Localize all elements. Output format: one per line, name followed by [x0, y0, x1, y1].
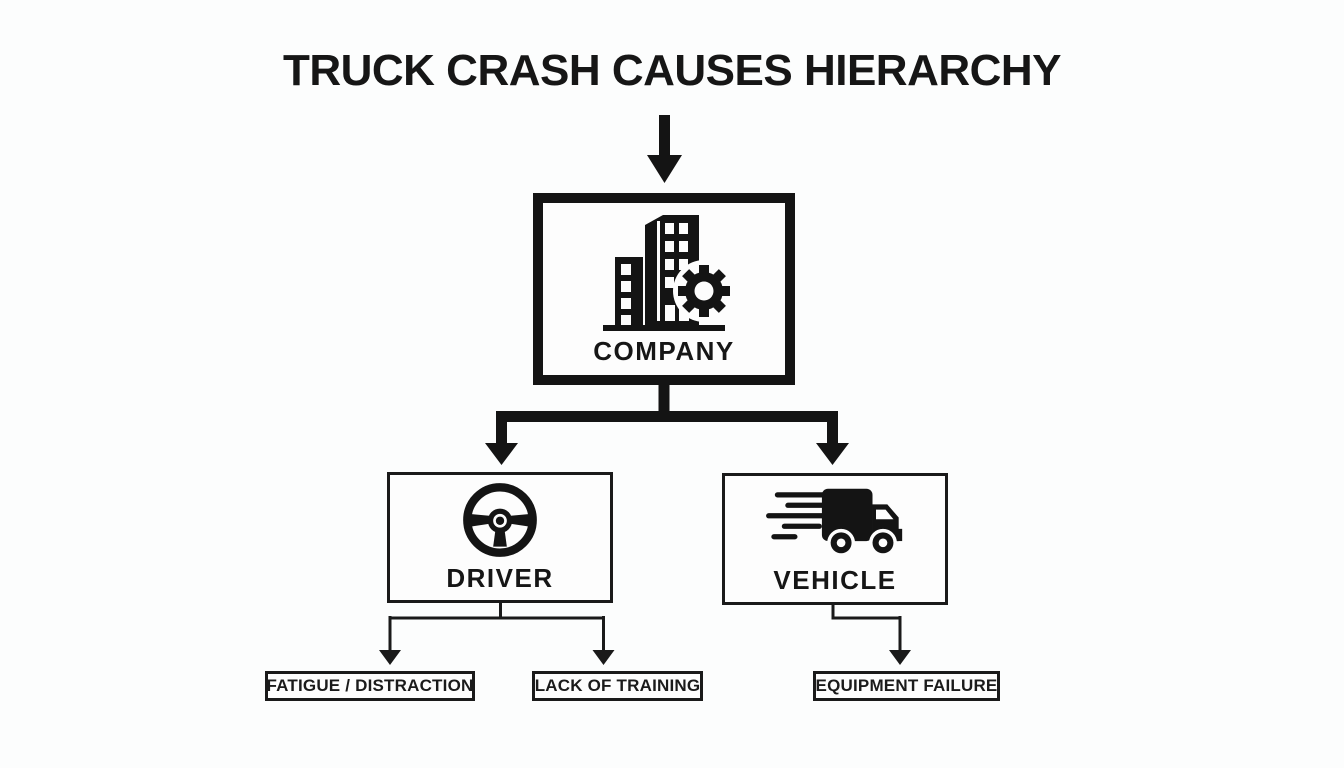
leaf-lack-of-training: LACK OF TRAINING [532, 671, 703, 701]
company-label: COMPANY [593, 335, 735, 366]
vehicle-label: VEHICLE [773, 564, 897, 595]
leaf-fatigue-distraction: FATIGUE / DISTRACTION [265, 671, 475, 701]
leaf-equipment-failure: EQUIPMENT FAILURE [813, 671, 1000, 701]
driver-branch-connector [388, 602, 605, 652]
steering-wheel-icon [390, 475, 610, 565]
driver-label: DRIVER [446, 562, 554, 593]
vehicle-branch-connector [831, 604, 902, 652]
company-branch-connector [485, 385, 849, 465]
node-vehicle: VEHICLE [722, 473, 948, 605]
node-company: COMPANY [533, 193, 795, 385]
speeding-truck-icon [725, 476, 945, 567]
driver-branch-arrowheads [379, 650, 615, 665]
page-title: TRUCK CRASH CAUSES HIERARCHY [282, 46, 1062, 95]
vehicle-branch-arrowhead [889, 650, 911, 665]
title-down-arrow [647, 115, 682, 183]
node-driver: DRIVER [387, 472, 613, 603]
building-gear-icon [543, 203, 785, 338]
